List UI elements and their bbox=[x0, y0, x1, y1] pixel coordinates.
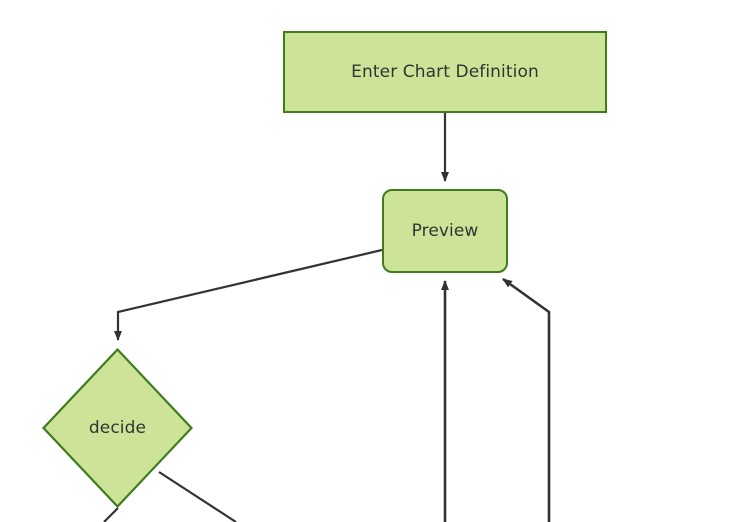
node-enter-chart-definition[interactable]: Enter Chart Definition bbox=[283, 31, 607, 113]
node-label-preview: Preview bbox=[411, 220, 479, 241]
diamond-shape bbox=[42, 348, 193, 508]
node-preview[interactable]: Preview bbox=[382, 189, 508, 273]
edge-bottom-right-to-preview bbox=[502, 277, 551, 522]
node-label-enter-chart-definition: Enter Chart Definition bbox=[351, 61, 539, 82]
diamond-label-wrap: decide bbox=[42, 418, 193, 438]
edge-decide-out-right bbox=[158, 471, 237, 522]
node-decide[interactable]: decide bbox=[42, 348, 193, 508]
node-label-decide: decide bbox=[88, 417, 147, 438]
edge-preview-to-decide bbox=[114, 248, 383, 341]
edge-decide-out-left bbox=[103, 507, 119, 522]
